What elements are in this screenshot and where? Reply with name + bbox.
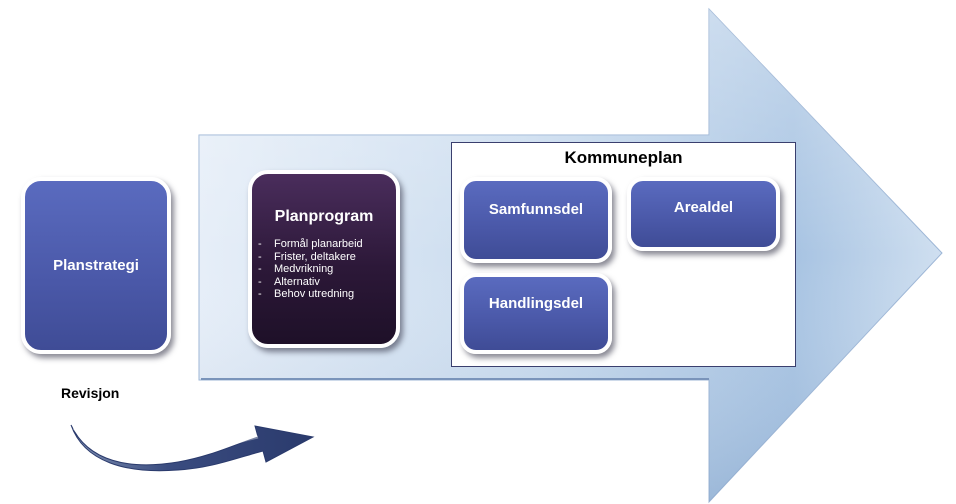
arealdel-box: Arealdel [627,177,780,251]
revisjon-label: Revisjon [61,385,120,401]
planprogram-box: Planprogram Formål planarbeid Frister, d… [248,170,400,348]
handlingsdel-box: Handlingsdel [460,273,612,354]
samfunnsdel-label: Samfunnsdel [488,201,584,218]
planstrategi-box: Planstrategi [21,177,171,354]
kommuneplan-title: Kommuneplan [564,148,683,167]
planprogram-list: Formål planarbeid Frister, deltakere Med… [252,238,396,301]
planprogram-item: Alternativ [258,276,396,289]
revisjon-curved-arrow [70,424,315,472]
planstrategi-label: Planstrategi [53,257,139,274]
samfunnsdel-box: Samfunnsdel [460,177,612,263]
planprogram-item: Formål planarbeid [258,238,396,251]
planprogram-item: Frister, deltakere [258,251,396,264]
planprogram-item: Medvrikning [258,263,396,276]
planprogram-title: Planprogram [274,208,374,225]
arealdel-label: Arealdel [673,199,734,216]
handlingsdel-label: Handlingsdel [488,295,584,312]
planprogram-item: Behov utredning [258,288,396,301]
